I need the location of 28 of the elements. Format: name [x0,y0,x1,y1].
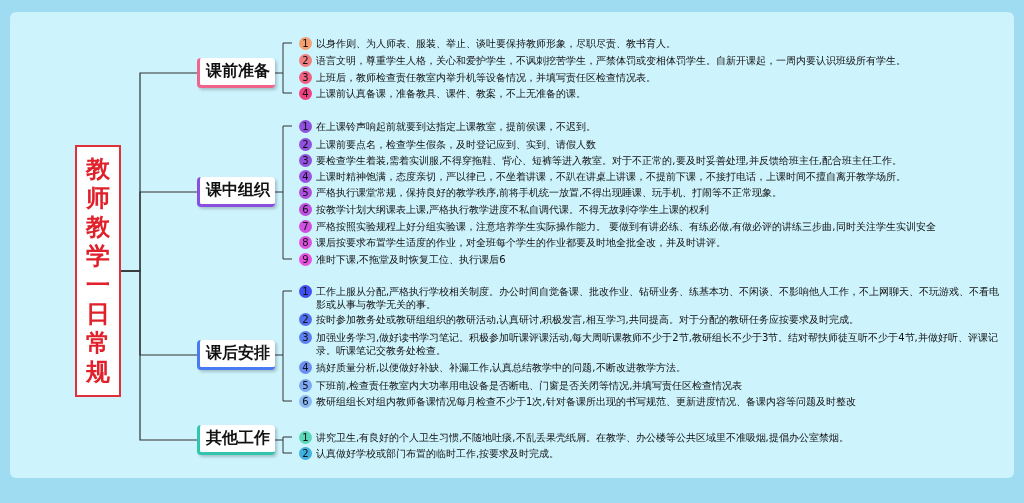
list-item-text: 上课时精神饱满，态度亲切，严以律已，不坐着讲课，不趴在讲桌上讲课，不提前下课，不接打电话，上课时间不擅自离开教学场所。 [316,169,907,183]
list-item-text: 加强业务学习,做好读书学习笔记。积极参加听课评课活动,每大周听课教师不少于2节,教研组长不少于3节。结对帮扶师徒互听不少于4节,并做好听、评课记录。听课笔记交教务处检查。 [316,330,999,357]
list-item-text: 上班后，教师检查责任教室内举升机等设备情况，并填写责任区检查情况表。 [316,70,657,84]
list-item-text: 在上课铃声响起前就要到达指定上课教室，提前侯课，不迟到。 [316,119,597,133]
list-item-text: 讲究卫生,有良好的个人卫生习惯,不随地吐痰,不乱丢果壳纸屑。在教学、办公楼等公共区域里不准吸烟,提倡办公室禁烟。 [316,430,850,444]
title-text: 教师教学一日常规 [85,155,111,387]
list-item-text: 准时下课,不拖堂及时恢复工位、执行课后6 [316,252,507,266]
list-item-text: 严格执行课堂常规，保持良好的教学秩序,前将手机统一放置,不得出现睡课、玩手机、打闹等不正常现象。 [316,185,784,199]
list-item-text: 按教学计划大纲课表上课,严格执行教学进度不私自调代课。不得无故剥夺学生上课的权利 [316,202,711,216]
category-box: 课中组织 [197,177,275,207]
list-item-text: 要检查学生着装,需着实训服,不得穿拖鞋、背心、短裤等进入教室。对于不正常的,要及时妥善处理,并反馈给班主任,配合班主任工作。 [316,153,903,167]
list-item-text: 搞好质量分析,以便做好补缺、补漏工作,认真总结教学中的问题,不断改进教学方法。 [316,360,687,374]
connector [120,270,198,441]
category-box: 课后安排 [197,340,275,370]
list-item-text: 严格按照实验规程上好分组实验课，注意培养学生实际操作能力。 要做到有讲必练、有练必做,有做必评的讲练三步曲,同时关注学生实训安全 [316,219,937,233]
list-item-text: 教研组组长对组内教师备课情况每月检查不少于1次,针对备课所出现的书写规范、更新进度情况、备课内容等问题及时整改 [316,394,857,408]
list-item-text: 认真做好学校或部门布置的临时工作,按要求及时完成。 [316,446,561,460]
list-item-text: 按时参加教务处或教研组组织的教研活动,认真研讨,积极发言,相互学习,共同提高。对于分配的教研任务应按要求及时完成。 [316,312,860,326]
list-item-text: 上课前认真备课，准备教具、课件、教案，不上无准备的课。 [316,86,587,100]
list-item-text: 上课前要点名，检查学生假条，及时登记应到、实到、请假人数 [316,137,597,151]
list-item-text: 以身作则、为人师表、服装、举止、谈吐要保持教师形象，尽职尽责、教书育人。 [316,36,677,50]
list-item-text: 课后按要求布置学生适度的作业，对全班每个学生的作业都要及时地全批全改，并及时讲评。 [316,235,727,249]
category-box: 课前准备 [197,58,275,88]
title-box [75,145,121,397]
list-item-text: 工作上服从分配,严格执行学校相关制度。办公时间自觉备课、批改作业、钻研业务、练基本功、不闲谈、不影响他人工作，不上网聊天、不玩游戏、不看电影或从事与教学无关的事。 [316,284,1001,311]
list-item-text: 语言文明，尊重学生人格，关心和爱护学生，不讽刺挖苦学生，严禁体罚或变相体罚学生。自新开课起，一周内要认识班级所有学生。 [316,53,907,67]
category-box: 其他工作 [197,425,275,455]
list-item-text: 下班前,检查责任教室内大功率用电设备是否断电、门窗是否关闭等情况,并填写责任区检查情况表 [316,378,744,392]
